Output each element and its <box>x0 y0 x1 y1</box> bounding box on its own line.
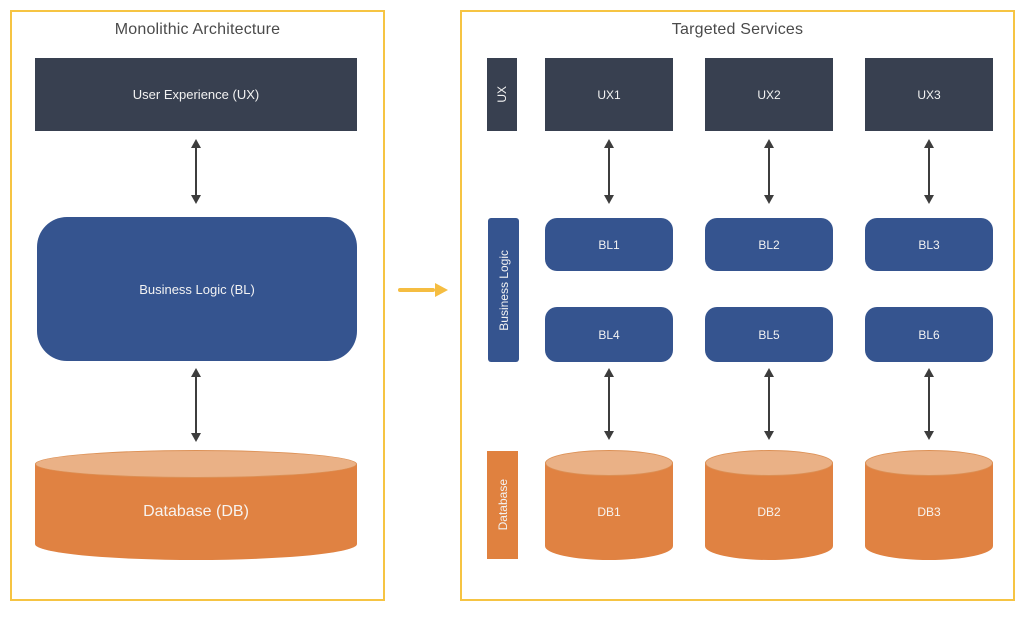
db-row-side-label-text: Database <box>495 479 510 531</box>
ux-row-side-label: UX <box>487 58 517 131</box>
bl-row-side-label-text: Business Logic <box>496 249 511 331</box>
cylinder-top-ellipse <box>545 450 673 476</box>
db-row-side-label: Database <box>487 451 518 559</box>
cylinder-body: DB2 <box>705 463 833 560</box>
bidirectional-arrow-bl-db <box>195 376 197 434</box>
bidirectional-arrow-ux1-bl1 <box>608 147 610 196</box>
service-box-ux2: UX2 <box>705 58 833 131</box>
service-db-cylinder-1: DB1 <box>545 450 673 560</box>
service-box-label: UX2 <box>757 87 781 102</box>
service-box-label: BL1 <box>598 237 620 252</box>
transform-arrow-icon <box>398 288 435 292</box>
cylinder-body: Database (DB) <box>35 464 357 560</box>
service-box-bl1: BL1 <box>545 218 673 271</box>
cylinder-top-ellipse <box>35 450 357 478</box>
monolith-bl-layer: Business Logic (BL) <box>37 217 357 361</box>
service-box-ux1: UX1 <box>545 58 673 131</box>
bidirectional-arrow-bl6-db3 <box>928 376 930 432</box>
monolith-panel-title: Monolithic Architecture <box>114 21 281 38</box>
monolith-db-cylinder: Database (DB) <box>35 450 357 560</box>
monolith-bl-label: Business Logic (BL) <box>139 281 255 297</box>
service-box-label: BL5 <box>758 327 780 342</box>
monolith-db-label: Database (DB) <box>143 503 249 520</box>
cylinder-body: DB3 <box>865 463 993 560</box>
ux-row-side-label-text: UX <box>495 86 509 103</box>
service-db-cylinder-2: DB2 <box>705 450 833 560</box>
service-box-label: DB1 <box>597 504 621 519</box>
service-box-label: BL2 <box>758 237 780 252</box>
service-box-bl4: BL4 <box>545 307 673 362</box>
service-box-label: BL3 <box>918 237 940 252</box>
service-box-label: BL6 <box>918 327 940 342</box>
services-panel: Targeted Services UX UX1 UX2 UX3 Busines… <box>460 10 1015 601</box>
service-box-label: BL4 <box>598 327 620 342</box>
service-box-label: DB3 <box>917 504 941 519</box>
services-panel-title: Targeted Services <box>671 21 804 38</box>
bidirectional-arrow-bl5-db2 <box>768 376 770 432</box>
service-box-bl5: BL5 <box>705 307 833 362</box>
monolith-ux-layer: User Experience (UX) <box>35 58 357 131</box>
bl-row-side-label: Business Logic <box>488 218 519 362</box>
cylinder-body: DB1 <box>545 463 673 560</box>
service-box-bl3: BL3 <box>865 218 993 271</box>
cylinder-top-ellipse <box>865 450 993 476</box>
cylinder-top-ellipse <box>705 450 833 476</box>
service-box-bl6: BL6 <box>865 307 993 362</box>
bidirectional-arrow-bl4-db1 <box>608 376 610 432</box>
service-box-bl2: BL2 <box>705 218 833 271</box>
monolith-ux-label: User Experience (UX) <box>132 87 260 102</box>
service-box-label: UX1 <box>597 87 621 102</box>
bidirectional-arrow-ux3-bl3 <box>928 147 930 196</box>
service-box-label: UX3 <box>917 87 941 102</box>
monolith-panel: Monolithic Architecture User Experience … <box>10 10 385 601</box>
service-box-label: DB2 <box>757 504 781 519</box>
service-box-ux3: UX3 <box>865 58 993 131</box>
bidirectional-arrow-ux-bl <box>195 147 197 196</box>
bidirectional-arrow-ux2-bl2 <box>768 147 770 196</box>
service-db-cylinder-3: DB3 <box>865 450 993 560</box>
